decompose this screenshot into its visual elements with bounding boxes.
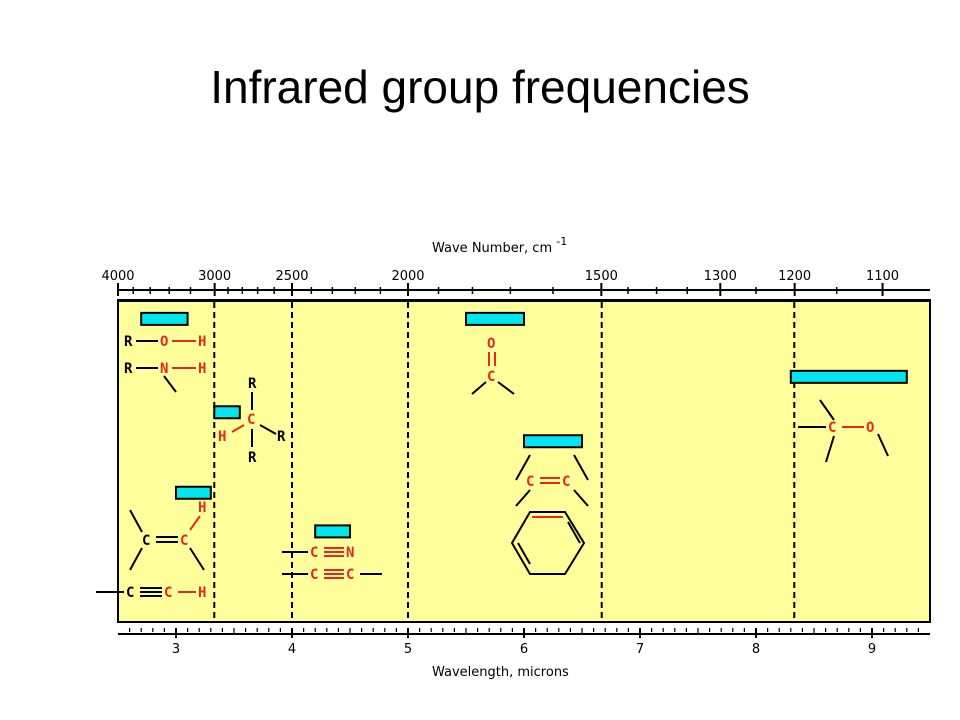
absorption-band xyxy=(789,369,908,384)
carbonyl-bond-left xyxy=(471,381,487,395)
ch-r-bottom-label: R xyxy=(248,450,257,466)
top-tick-label: 2000 xyxy=(391,269,424,284)
ch-bond-right xyxy=(259,424,277,435)
absorption-band xyxy=(140,311,189,326)
carbonyl-bond-right xyxy=(497,381,515,395)
benzene-inner-b xyxy=(517,542,531,565)
bottom-tick-label: 7 xyxy=(636,642,644,657)
ch-r-right-label: R xyxy=(277,429,286,445)
alkene-ch-bond-h xyxy=(189,515,201,531)
absorption-band xyxy=(465,311,525,326)
bottom-axis-ticks: 3 4 5 6 7 8 9 xyxy=(118,628,930,657)
ch-c-label: C xyxy=(247,412,255,428)
structure-alkane: R C H R R xyxy=(218,376,286,466)
top-tick-label: 4000 xyxy=(101,269,134,284)
alkyne-ch-c1-label: C xyxy=(126,585,134,601)
ether-bond-bottom xyxy=(825,435,835,463)
alkene-ch-c1-label: C xyxy=(142,533,150,549)
oh-o-label: O xyxy=(160,334,168,350)
top-tick-label: 3000 xyxy=(198,269,231,284)
absorption-bands xyxy=(140,311,908,539)
alkene-bond-a xyxy=(515,454,531,481)
absorption-band xyxy=(213,405,241,420)
ether-bond-right xyxy=(877,433,889,457)
structure-amine: R N H xyxy=(124,361,206,393)
alkene-bond-b xyxy=(573,454,589,481)
alkene-c2-label: C xyxy=(562,474,570,490)
ether-o-label: O xyxy=(866,420,874,436)
top-tick-label: 1300 xyxy=(704,269,737,284)
nh-r-label: R xyxy=(124,361,133,377)
bottom-tick-label: 3 xyxy=(172,642,180,657)
nh-h-label: H xyxy=(198,361,206,377)
bottom-tick-label: 5 xyxy=(404,642,412,657)
bottom-tick-label: 4 xyxy=(288,642,296,657)
alkene-bond-c xyxy=(515,489,531,507)
ch-bond-h xyxy=(231,424,245,433)
alkene-ch-h-label: H xyxy=(198,500,206,516)
ch-h-label: H xyxy=(218,429,226,445)
ether-bond-top xyxy=(819,399,835,421)
plot-top-border xyxy=(118,300,930,302)
structure-alkene-ch: H C C xyxy=(129,500,206,571)
top-tick-label: 1100 xyxy=(866,269,899,284)
alkene-ch-c2-label: C xyxy=(180,533,188,549)
structure-nitrile: C N xyxy=(282,545,354,561)
top-axis-title: Wave Number, cm -1 xyxy=(432,235,567,256)
top-tick-label: 1200 xyxy=(778,269,811,284)
alkene-bond-d xyxy=(573,489,589,507)
structure-alcohol: R O H xyxy=(124,334,206,350)
top-axis-ticks: 4000 3000 2500 2000 1500 1300 1200 1100 xyxy=(101,269,930,296)
bottom-axis-title: Wavelength, microns xyxy=(432,665,569,680)
top-tick-label: 1500 xyxy=(585,269,618,284)
bottom-tick-label: 8 xyxy=(752,642,760,657)
ether-c-label: C xyxy=(828,420,836,436)
structure-alkyne: C C xyxy=(282,567,382,583)
absorption-band xyxy=(523,434,583,449)
benzene-outline xyxy=(510,511,586,575)
benzene-ring xyxy=(510,511,586,575)
top-tick-label: 2500 xyxy=(275,269,308,284)
top-axis-title-text: Wave Number, cm xyxy=(432,241,552,256)
alkyne-ch-c2-label: C xyxy=(164,585,172,601)
alkene-ch-bond-c xyxy=(189,547,205,571)
alkene-ch-bond-b xyxy=(129,547,143,571)
oh-h-label: H xyxy=(198,334,206,350)
slide-title: Infrared group frequencies xyxy=(210,61,750,113)
absorption-band xyxy=(314,524,352,539)
absorption-band xyxy=(175,485,212,500)
oh-r-label: R xyxy=(124,334,133,350)
alkene-c1-label: C xyxy=(526,474,534,490)
alkene-ch-bond-a xyxy=(129,509,143,533)
bottom-tick-label: 9 xyxy=(868,642,876,657)
alkyne-ch-h-label: H xyxy=(198,585,206,601)
carbonyl-c-label: C xyxy=(487,369,495,385)
nh-bond-3 xyxy=(163,375,177,393)
plot-area xyxy=(117,299,931,623)
structure-alkene: C C xyxy=(515,454,589,507)
structure-carbonyl: O C xyxy=(471,336,515,395)
alkyne-c1-label: C xyxy=(310,567,318,583)
alkyne-c2-label: C xyxy=(346,567,354,583)
nh-n-label: N xyxy=(160,361,168,377)
benzene-inner-a xyxy=(567,521,581,544)
top-axis-title-superscript: -1 xyxy=(556,235,567,248)
bottom-tick-label: 6 xyxy=(520,642,528,657)
carbonyl-o-label: O xyxy=(487,336,495,352)
ch-r-top-label: R xyxy=(248,376,257,392)
structure-alkyne-ch: C C H xyxy=(96,585,206,601)
region-dividers xyxy=(213,302,796,622)
structure-ether: C O xyxy=(798,399,889,463)
nitrile-n-label: N xyxy=(346,545,354,561)
nitrile-c-label: C xyxy=(310,545,318,561)
